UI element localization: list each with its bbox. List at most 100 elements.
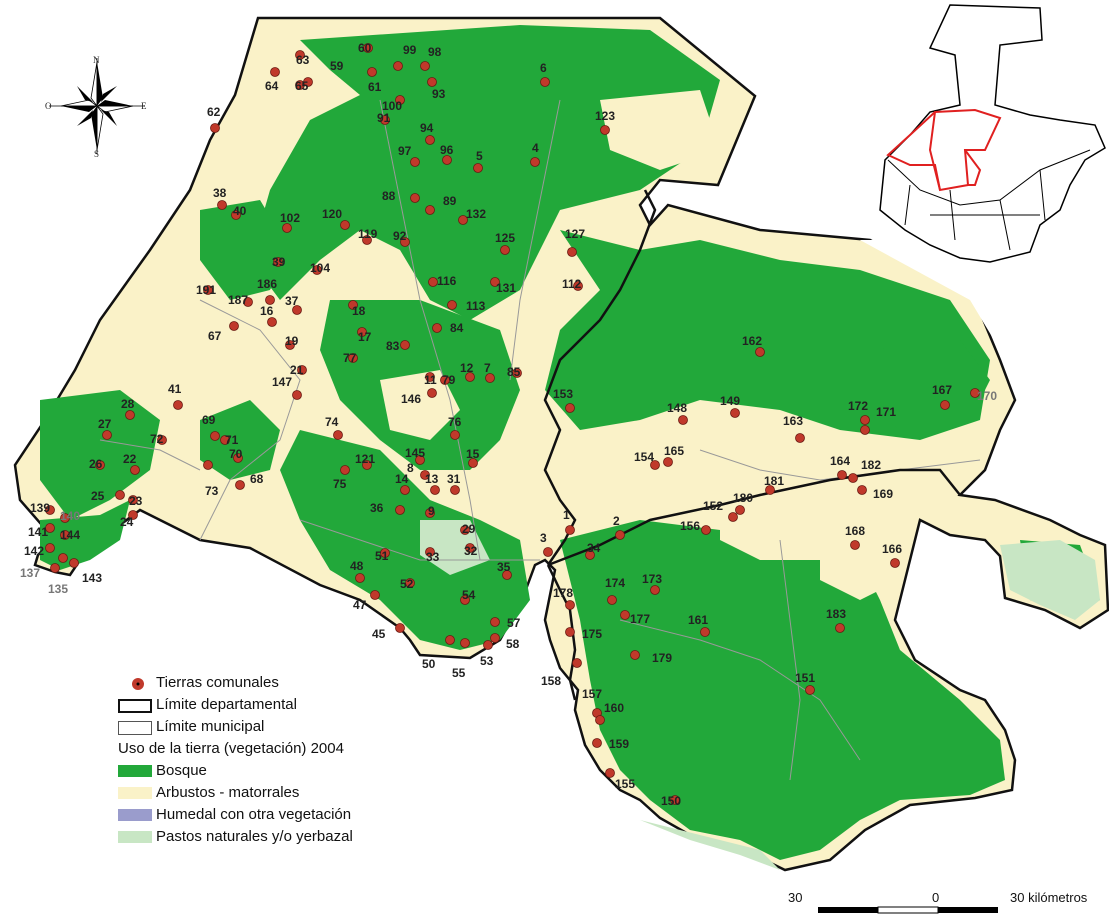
communal-land-label-26: 26 (89, 457, 103, 471)
communal-land-label-74: 74 (325, 415, 339, 429)
communal-land-label-39: 39 (272, 255, 286, 269)
communal-land-label-132: 132 (466, 207, 486, 221)
communal-land-point-167 (940, 400, 950, 410)
communal-land-point-92 (400, 237, 410, 247)
communal-land-point-178 (565, 600, 575, 610)
communal-land-point-84 (432, 323, 442, 333)
communal-land-point-173 (650, 585, 660, 595)
point-symbol-icon (132, 678, 144, 690)
communal-land-point-62 (210, 123, 220, 133)
communal-land-point-123 (600, 125, 610, 135)
compass-east-label: E (141, 101, 147, 111)
communal-land-label-98: 98 (428, 45, 442, 59)
communal-land-label-27: 27 (98, 417, 112, 431)
communal-land-point-139 (45, 505, 55, 515)
communal-land-label-28: 28 (121, 397, 135, 411)
pastos-swatch (118, 831, 152, 843)
communal-land-point-69 (210, 431, 220, 441)
scale-right-label: 30 kilómetros (1010, 890, 1088, 905)
communal-land-label-140: 140 (60, 509, 80, 523)
communal-land-label-48: 48 (350, 559, 364, 573)
communal-land-point-58 (490, 633, 500, 643)
communal-land-point-174 (607, 595, 617, 605)
communal-land-label-137: 137 (20, 566, 40, 580)
communal-land-point-75 (340, 465, 350, 475)
communal-land-point-171 (860, 425, 870, 435)
communal-land-point-24 (128, 510, 138, 520)
communal-land-label-76: 76 (448, 415, 462, 429)
communal-land-point-3 (543, 547, 553, 557)
communal-land-point-17 (357, 327, 367, 337)
communal-land-point-150 (670, 795, 680, 805)
communal-land-label-37: 37 (285, 294, 299, 308)
communal-land-label-171: 171 (876, 405, 896, 419)
communal-land-point-94 (425, 135, 435, 145)
communal-land-point-135 (50, 563, 60, 573)
communal-land-label-16: 16 (260, 304, 274, 318)
communal-land-point-39 (273, 257, 283, 267)
communal-land-point-4 (530, 157, 540, 167)
communal-land-label-170: 170 (977, 389, 997, 403)
communal-land-point-91 (380, 115, 390, 125)
communal-land-label-155: 155 (615, 777, 635, 791)
communal-land-point-70 (233, 453, 243, 463)
communal-land-label-55: 55 (452, 666, 466, 680)
communal-land-point-9 (425, 508, 435, 518)
communal-land-label-33: 33 (426, 550, 440, 564)
communal-land-label-173: 173 (642, 572, 662, 586)
communal-land-label-180: 180 (733, 491, 753, 505)
legend-limite-municipal: Límite municipal (118, 716, 418, 738)
legend-pastos: Pastos naturales y/o yerbazal (118, 826, 418, 848)
communal-land-label-152: 152 (703, 499, 723, 513)
communal-land-point-141 (45, 523, 55, 533)
communal-land-point-67 (229, 321, 239, 331)
communal-land-point-32 (465, 543, 475, 553)
communal-land-label-125: 125 (495, 231, 515, 245)
communal-land-point-38 (217, 200, 227, 210)
communal-land-point-71 (220, 435, 230, 445)
communal-land-label-24: 24 (120, 515, 134, 529)
communal-land-label-69: 69 (202, 413, 216, 427)
communal-land-label-131: 131 (496, 281, 516, 295)
communal-land-point-79 (440, 375, 450, 385)
communal-land-point-156 (701, 525, 711, 535)
communal-land-point-119 (362, 235, 372, 245)
communal-land-label-52: 52 (400, 577, 414, 591)
compass-west-label: O (45, 101, 52, 111)
communal-land-point-5 (473, 163, 483, 173)
communal-land-point-52 (405, 578, 415, 588)
communal-land-point-153 (565, 403, 575, 413)
communal-land-label-64: 64 (265, 79, 279, 93)
communal-land-label-153: 153 (553, 387, 573, 401)
communal-land-point-100 (395, 95, 405, 105)
communal-land-label-7: 7 (484, 361, 491, 375)
communal-land-label-174: 174 (605, 576, 625, 590)
communal-land-label-163: 163 (783, 414, 803, 428)
communal-land-label-50: 50 (422, 657, 436, 671)
communal-land-point-64 (270, 67, 280, 77)
communal-land-point-34 (585, 550, 595, 560)
communal-land-label-147: 147 (272, 375, 292, 389)
communal-land-point-183 (835, 623, 845, 633)
communal-land-point-168 (850, 540, 860, 550)
communal-land-point-7 (485, 373, 495, 383)
communal-land-point-47 (370, 590, 380, 600)
communal-land-point-104 (312, 265, 322, 275)
communal-land-point-60 (363, 43, 373, 53)
communal-land-label-141: 141 (28, 525, 48, 539)
communal-land-label-149: 149 (720, 394, 740, 408)
communal-land-point-31 (450, 485, 460, 495)
communal-land-label-3: 3 (540, 531, 547, 545)
communal-land-label-19: 19 (285, 334, 299, 348)
legend-humedal: Humedal con otra vegetación (118, 804, 418, 826)
communal-land-label-156: 156 (680, 519, 700, 533)
communal-land-point-131 (490, 277, 500, 287)
communal-land-label-32: 32 (464, 544, 478, 558)
communal-land-label-53: 53 (480, 654, 494, 668)
scale-center-label: 0 (932, 890, 940, 905)
communal-land-label-77: 77 (343, 351, 357, 365)
communal-land-point-27 (102, 430, 112, 440)
communal-land-label-154: 154 (634, 450, 654, 464)
communal-land-label-51: 51 (375, 549, 389, 563)
